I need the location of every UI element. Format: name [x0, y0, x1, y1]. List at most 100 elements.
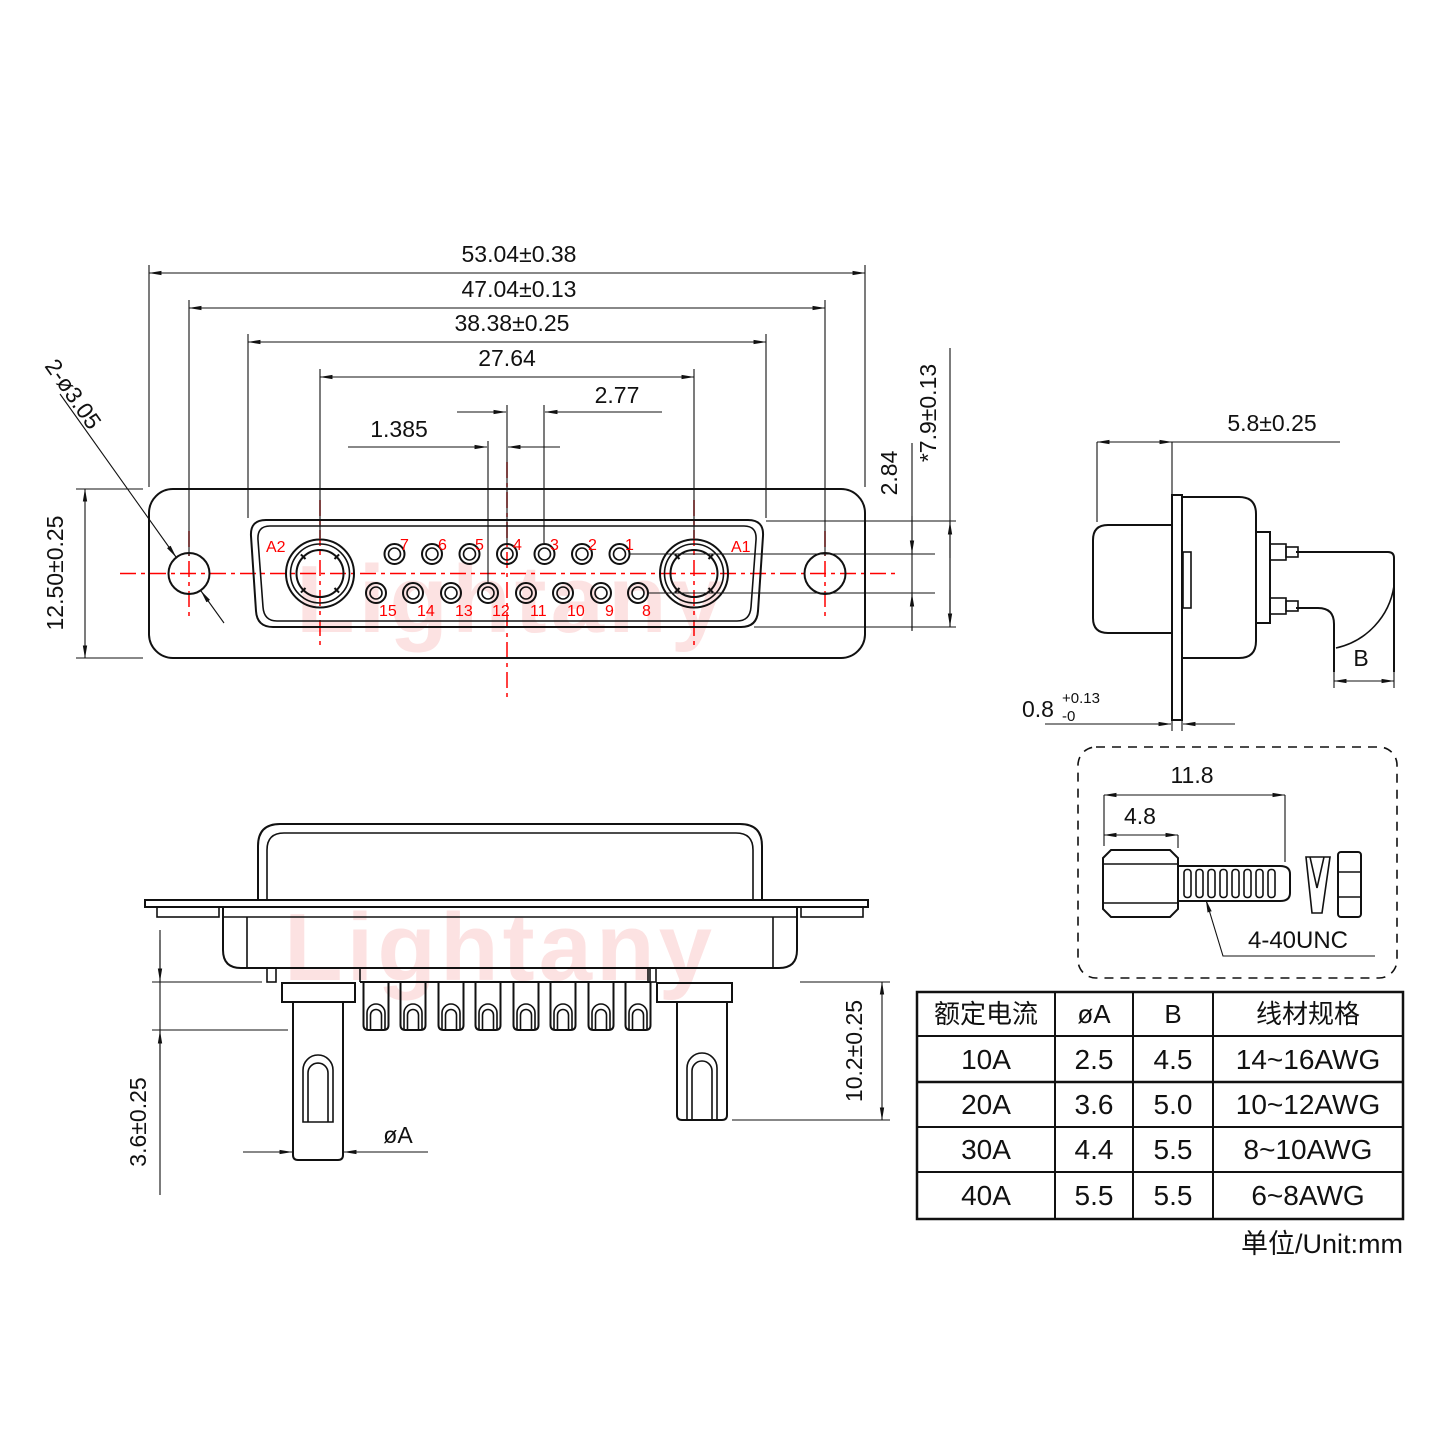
wafer-tab-left — [266, 967, 277, 983]
cell-10a-wire: 14~16AWG — [1236, 1044, 1380, 1075]
cell-40a-b: 5.5 — [1154, 1180, 1193, 1211]
table-header-wire: 线材规格 — [1256, 999, 1360, 1029]
dim-flange-tol-minus: -0 — [1062, 708, 1075, 725]
dim-width-holes: 47.04±0.13 — [462, 276, 577, 302]
bottom-view: 3.6±0.25 10.2±0.25 øA — [125, 823, 890, 1195]
dim-pin-length: 10.2±0.25 — [841, 1000, 867, 1102]
side-insert — [1182, 551, 1192, 609]
flange-tab-right — [800, 906, 864, 918]
dim-width-apins: 27.64 — [478, 345, 536, 371]
dim-half-pitch: 1.385 — [370, 416, 428, 442]
cell-10a-dia: 2.5 — [1075, 1044, 1114, 1075]
dim-dcut-height: *7.9±0.13 — [915, 364, 941, 462]
pin-label-7: 7 — [400, 537, 409, 554]
pin-label-4: 4 — [513, 537, 522, 554]
pin-label-A1: A1 — [731, 539, 751, 556]
spec-table-grid — [915, 990, 1405, 1221]
cell-10a-b: 4.5 — [1154, 1044, 1193, 1075]
cell-20a-current: 20A — [961, 1089, 1011, 1120]
table-row: 30A 4.4 5.5 8~10AWG — [961, 1134, 1372, 1165]
power-pin-block-right — [656, 982, 733, 1003]
dim-depth: 5.8±0.25 — [1227, 410, 1316, 436]
table-row: 40A 5.5 5.5 6~8AWG — [961, 1180, 1365, 1211]
wire-bend-contour — [1335, 585, 1395, 649]
dim-row-gap: 2.84 — [876, 450, 902, 495]
cell-20a-wire: 10~12AWG — [1236, 1089, 1380, 1120]
pin-label-5: 5 — [475, 537, 484, 554]
dim-height-outer: 12.50±0.25 — [42, 516, 68, 631]
screw-dimension-lines — [1103, 792, 1375, 957]
side-rear-body — [1092, 524, 1172, 634]
side-front-shell — [1182, 496, 1257, 659]
dim-flange-tol-plus: +0.13 — [1062, 690, 1100, 707]
cell-20a-dia: 3.6 — [1075, 1089, 1114, 1120]
cell-10a-current: 10A — [961, 1044, 1011, 1075]
cell-30a-dia: 4.4 — [1075, 1134, 1114, 1165]
pin-label-14: 14 — [417, 603, 435, 620]
pin-label-6: 6 — [438, 537, 447, 554]
flange-plate — [144, 899, 869, 908]
pin-label-3: 3 — [550, 537, 559, 554]
side-step — [1255, 531, 1271, 624]
table-row: 20A 3.6 5.0 10~12AWG — [961, 1089, 1380, 1120]
wafer-tab-right — [647, 967, 657, 983]
front-dimension-lines — [59, 265, 956, 659]
pin-label-9: 9 — [605, 603, 614, 620]
pin-label-2: 2 — [588, 537, 597, 554]
d-cutout-inner — [257, 525, 757, 622]
dim-width-outer: 53.04±0.38 — [462, 241, 577, 267]
cell-40a-current: 40A — [961, 1180, 1011, 1211]
screw-accessories — [1305, 851, 1362, 918]
pin-label-12: 12 — [492, 603, 510, 620]
table-header-dia: øA — [1077, 999, 1111, 1029]
table-header-b: B — [1164, 999, 1181, 1029]
table-row: 10A 2.5 4.5 14~16AWG — [961, 1044, 1380, 1075]
side-pin-bottom-tip — [1285, 600, 1299, 612]
hood-outer — [257, 823, 763, 900]
cell-30a-wire: 8~10AWG — [1244, 1134, 1373, 1165]
power-pin-block-left — [281, 982, 356, 1003]
pin-label-13: 13 — [455, 603, 473, 620]
inset-border — [1077, 746, 1398, 979]
pin-label-10: 10 — [567, 603, 585, 620]
pin-label-8: 8 — [642, 603, 651, 620]
thumbscrew — [1102, 849, 1291, 918]
power-pin-left — [292, 1002, 344, 1161]
side-pin-top — [1269, 543, 1287, 561]
unit-note: 单位/Unit:mm — [1241, 1229, 1403, 1259]
pin-label-15: 15 — [379, 603, 397, 620]
dim-flange-thickness: 0.8 — [1022, 696, 1054, 722]
hood-inner — [266, 832, 754, 900]
front-view: 53.04±0.38 47.04±0.13 38.38±0.25 27.64 2… — [40, 241, 956, 700]
pin-label-A2: A2 — [266, 539, 286, 556]
side-dimension-lines — [1045, 439, 1395, 731]
side-flange — [1171, 494, 1183, 721]
dim-pin-standoff: 3.6±0.25 — [125, 1077, 151, 1166]
cell-30a-b: 5.5 — [1154, 1134, 1193, 1165]
dim-wire-width: B — [1353, 645, 1368, 671]
cell-40a-dia: 5.5 — [1075, 1180, 1114, 1211]
side-pin-bottom — [1269, 597, 1287, 615]
wire-inner-edge — [1296, 607, 1335, 672]
dim-screw-head: 4.8 — [1124, 803, 1156, 829]
table-header-current: 额定电流 — [934, 999, 1038, 1029]
cell-30a-current: 30A — [961, 1134, 1011, 1165]
power-pin-right — [676, 1002, 728, 1121]
flange-tab-left — [156, 906, 220, 918]
thread-spec-label: 4-40UNC — [1248, 927, 1348, 954]
wire-outer-edge — [1296, 551, 1395, 672]
bottom-dimension-lines — [152, 930, 890, 1195]
spec-table: 额定电流 øA B 线材规格 10A 2.5 4.5 14~16AWG 20A … — [915, 990, 1405, 1259]
pin-label-1: 1 — [625, 537, 634, 554]
d-cutout-outer — [249, 519, 765, 628]
pin-label-11: 11 — [530, 603, 547, 620]
cell-20a-b: 5.0 — [1154, 1089, 1193, 1120]
cell-40a-wire: 6~8AWG — [1251, 1180, 1364, 1211]
dim-pin-dia: øA — [383, 1122, 413, 1148]
dim-mount-holes: 2-ø3.05 — [40, 354, 107, 434]
dim-width-dcut: 38.38±0.25 — [455, 310, 570, 336]
screw-detail-inset: 11.8 4.8 4-40UNC — [1077, 746, 1398, 979]
dim-screw-total: 11.8 — [1170, 762, 1213, 788]
